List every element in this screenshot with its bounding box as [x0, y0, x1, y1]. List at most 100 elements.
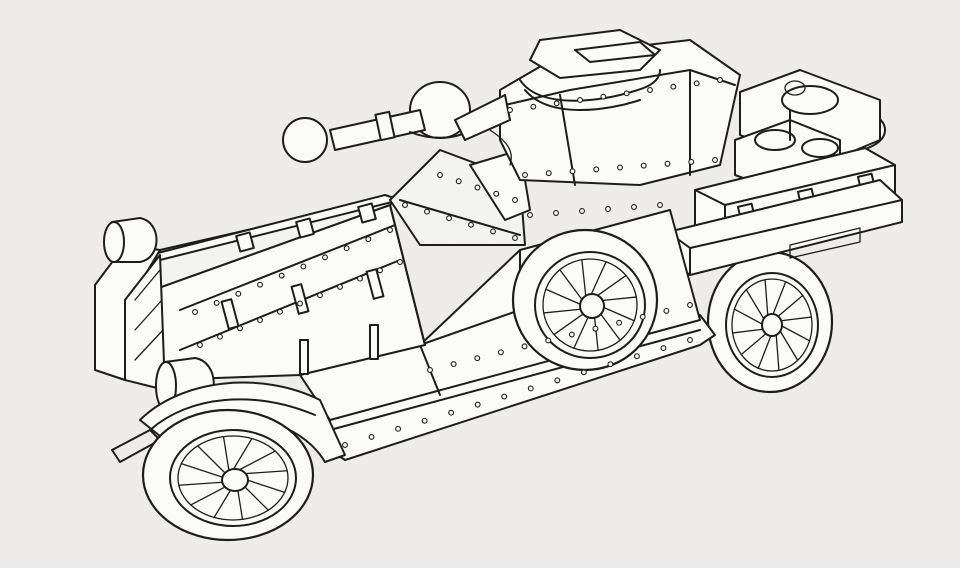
rivet [592, 325, 599, 332]
rivet [474, 355, 481, 362]
rivet [527, 212, 533, 218]
rivet [717, 77, 723, 83]
rivet [235, 290, 242, 297]
wheel-spoke [779, 324, 811, 342]
rivet [474, 184, 481, 191]
rivet [660, 345, 667, 352]
wheel-spoke [232, 437, 253, 471]
rivet [545, 337, 552, 344]
rivet [237, 325, 243, 332]
rear-right-wheel [706, 250, 834, 394]
rivet [545, 170, 552, 177]
rivet [631, 204, 637, 210]
wheel-spoke [731, 328, 766, 334]
wheel-spoke [236, 450, 276, 472]
rivet [192, 309, 198, 315]
rivet [640, 162, 647, 169]
rivet [493, 190, 500, 197]
rivet [664, 160, 671, 167]
turret [489, 29, 741, 186]
rivet [257, 317, 263, 324]
wheel-spoke [178, 481, 227, 486]
wheel-spoke [764, 279, 769, 319]
rivet [600, 93, 607, 100]
rivet [647, 87, 653, 93]
wheel-spoke [190, 484, 230, 506]
wheel-spoke [213, 485, 234, 519]
wheel-spoke [733, 308, 765, 326]
rivet [365, 236, 372, 243]
rivet [300, 263, 307, 270]
armour-rivets [192, 77, 723, 448]
rivet [427, 367, 433, 373]
rivet [568, 331, 575, 338]
rivet [527, 385, 534, 392]
rivet [368, 433, 375, 440]
rivet [607, 361, 614, 368]
rivet [712, 157, 718, 163]
wheel-spoke [745, 289, 766, 322]
rivet [501, 393, 508, 400]
rivet [317, 292, 323, 299]
rivet [421, 417, 428, 424]
rivet [497, 349, 504, 356]
cab-front-plate [389, 149, 531, 246]
rear-stowage [667, 69, 903, 276]
rivet [377, 267, 383, 274]
rivet [593, 166, 600, 173]
rivet [213, 299, 220, 306]
rivet [402, 202, 408, 208]
rivet [553, 210, 559, 216]
rivet [217, 333, 223, 340]
wheel-spoke [239, 470, 288, 475]
rivet [474, 401, 481, 408]
rivet [507, 107, 513, 113]
rivet [663, 307, 670, 314]
wheel-spoke [771, 281, 787, 318]
rivet [387, 227, 393, 233]
wheel-spoke [553, 311, 587, 336]
rivet [522, 172, 528, 178]
wheel-spoke [581, 259, 587, 299]
wheel-spoke [545, 288, 583, 306]
wheel-spoke [543, 308, 584, 314]
rivet [450, 361, 457, 368]
rivet [297, 300, 303, 307]
wheel-spoke [197, 445, 227, 475]
radiator-front [94, 244, 166, 391]
rivet [623, 90, 630, 97]
bonnet-top [124, 194, 401, 375]
rivet [357, 275, 363, 282]
front-left-wheel [141, 408, 315, 542]
rivet [397, 259, 403, 265]
rivet [577, 97, 583, 103]
wheel-spoke [775, 331, 780, 371]
rivet [569, 168, 576, 175]
rivet [278, 272, 285, 279]
rivet [342, 442, 348, 448]
rivet [633, 353, 640, 360]
rivet [257, 281, 263, 288]
rivet [530, 103, 537, 110]
rivet [468, 221, 474, 228]
rivet [670, 83, 677, 90]
rivet [579, 208, 585, 214]
rivet [693, 80, 700, 87]
rivet [337, 283, 343, 290]
rivet [322, 254, 328, 261]
rivet [424, 208, 430, 215]
rivet [197, 342, 203, 348]
turret-gun [282, 81, 511, 163]
rivet [553, 100, 560, 107]
rivet [448, 409, 455, 416]
rivet [277, 308, 283, 315]
rivet [580, 369, 587, 376]
rivet [687, 337, 693, 343]
rivet [657, 202, 663, 208]
rivet [437, 172, 443, 178]
wheel-spoke [222, 435, 230, 472]
rivet [512, 235, 518, 241]
rivet [554, 377, 561, 384]
